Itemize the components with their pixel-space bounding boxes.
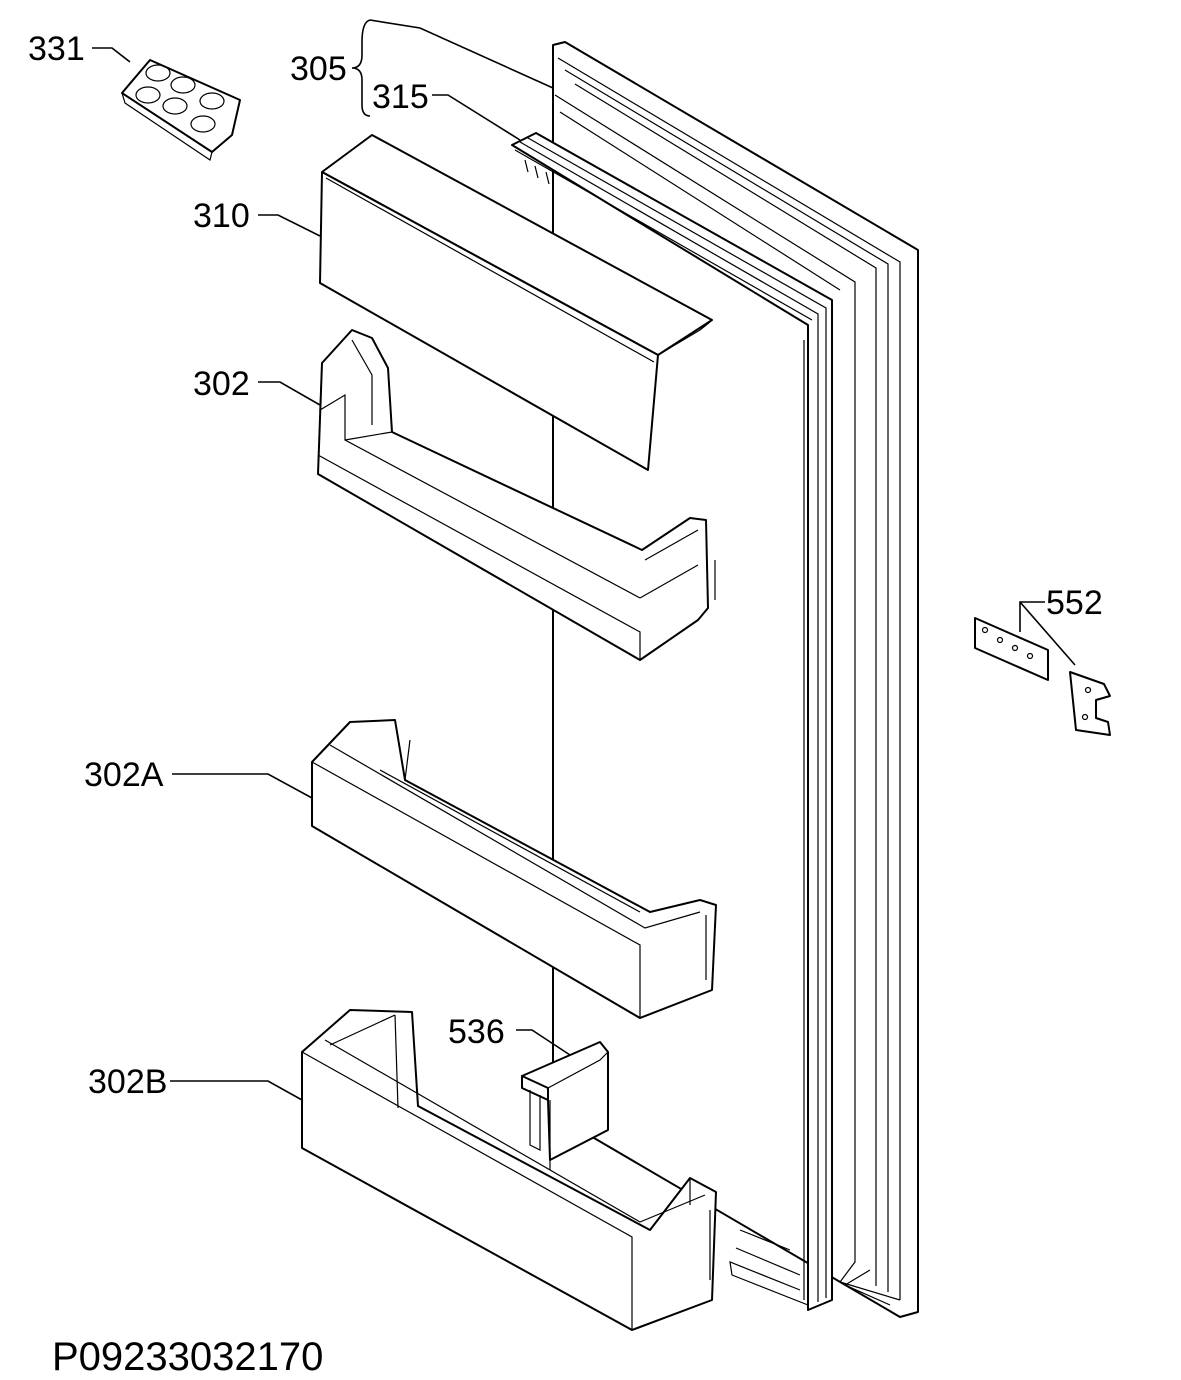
hinge-brackets-552 [974, 617, 1111, 736]
door-shelf-302b [301, 1009, 717, 1331]
door-shelf-302 [317, 329, 716, 661]
label-552: 552 [1046, 584, 1103, 622]
egg-tray-331 [121, 59, 241, 161]
leader-lines [92, 19, 1076, 1101]
label-305: 305 [290, 50, 347, 88]
label-331: 331 [28, 30, 85, 68]
door-gasket-315 [511, 132, 833, 1311]
label-302: 302 [193, 365, 250, 403]
label-310: 310 [193, 197, 250, 235]
drawing-code: P09233032170 [52, 1335, 323, 1379]
label-302a: 302A [84, 756, 164, 794]
label-302b: 302B [88, 1063, 167, 1101]
dairy-flap-310 [319, 134, 713, 471]
shelf-divider-536 [521, 1041, 609, 1170]
label-536: 536 [448, 1013, 505, 1051]
label-315: 315 [372, 78, 429, 116]
door-shelf-302a [311, 719, 717, 1019]
